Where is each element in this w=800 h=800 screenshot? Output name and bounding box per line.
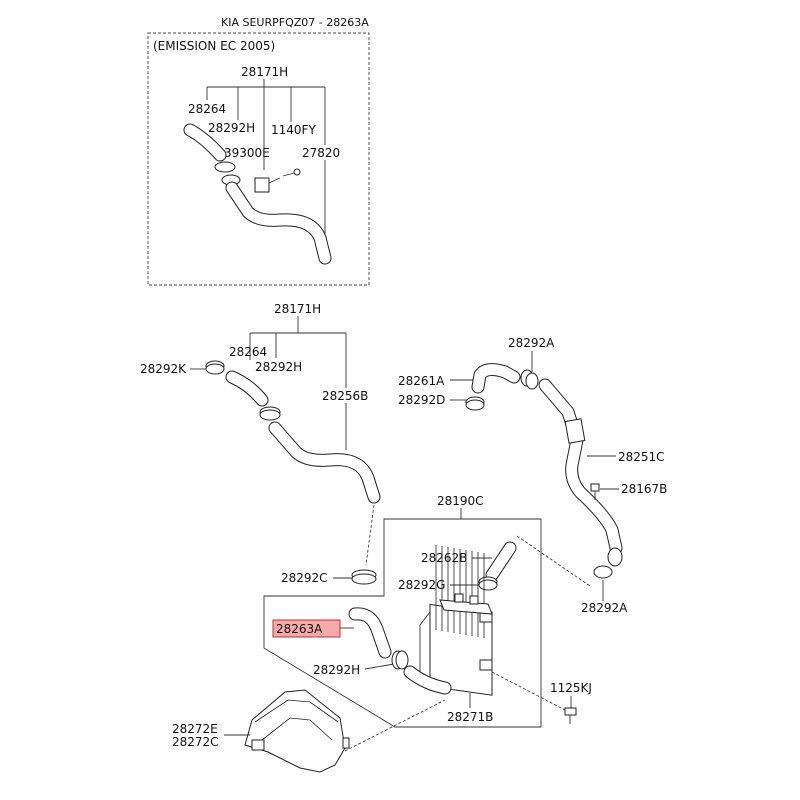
part-label-28171h[interactable]: 28171H bbox=[274, 302, 321, 316]
part-label-28190c[interactable]: 28190C bbox=[437, 494, 484, 508]
hose-28262b bbox=[485, 541, 517, 582]
part-label-28167b[interactable]: 28167B bbox=[621, 482, 667, 496]
inset-title: (EMISSION EC 2005) bbox=[153, 39, 275, 53]
inset-bolt-1140fy bbox=[282, 168, 301, 177]
dash-connector-1125kj bbox=[491, 671, 566, 711]
hose-28261a bbox=[471, 363, 521, 394]
part-label-1125kj[interactable]: 1125KJ bbox=[550, 681, 592, 695]
clamp-28292c bbox=[351, 569, 377, 585]
dash-connector-28262b bbox=[516, 535, 591, 587]
inset-frame bbox=[147, 32, 370, 286]
part-label-28292h-bottom[interactable]: 28292H bbox=[313, 663, 360, 677]
dash-connector-28272 bbox=[344, 699, 446, 752]
clamp-28292k bbox=[205, 360, 225, 375]
part-label-28264[interactable]: 28264 bbox=[229, 345, 267, 359]
part-label-28271b[interactable]: 28271B bbox=[447, 710, 493, 724]
inset-clamp-28292h bbox=[214, 161, 241, 186]
part-label-28292a-bottom[interactable]: 28292A bbox=[581, 601, 628, 615]
part-label-1140fy-inset[interactable]: 1140FY bbox=[271, 123, 316, 137]
clamp-28292d bbox=[465, 396, 485, 411]
leader-28292h-bottom bbox=[364, 663, 395, 670]
clamp-28292h-top bbox=[259, 406, 281, 421]
leader-bracket-28171h bbox=[249, 316, 347, 450]
part-label-28264-inset[interactable]: 28264 bbox=[188, 102, 226, 116]
part-label-28272c[interactable]: 28272C bbox=[172, 735, 219, 749]
air-duct-28272 bbox=[244, 689, 350, 773]
part-label-39300e-inset[interactable]: 39300E bbox=[224, 146, 270, 160]
part-label-28262b[interactable]: 28262B bbox=[421, 551, 467, 565]
part-label-28292g[interactable]: 28292G bbox=[398, 578, 445, 592]
inset-hose-main bbox=[225, 181, 332, 265]
inset-hose-28264 bbox=[183, 123, 227, 162]
dash-connector-28256b bbox=[365, 504, 375, 566]
hose-28264 bbox=[225, 370, 269, 407]
hose-28263a bbox=[348, 607, 392, 659]
bolt-28167b bbox=[590, 483, 600, 500]
part-label-28292d[interactable]: 28292D bbox=[398, 393, 445, 407]
highlight-28263a bbox=[272, 619, 341, 638]
inset-sensor-39300e bbox=[254, 177, 281, 193]
clamp-28292a-bottom bbox=[593, 547, 623, 579]
hose-28256b bbox=[268, 421, 381, 504]
part-label-28292a-top[interactable]: 28292A bbox=[508, 336, 555, 350]
part-label-28263a[interactable]: 28263A bbox=[276, 622, 323, 636]
clamp-28292g bbox=[478, 576, 498, 591]
part-label-28292h-inset[interactable]: 28292H bbox=[208, 121, 255, 135]
outlet-hose-lower bbox=[403, 665, 452, 695]
part-label-28292k[interactable]: 28292K bbox=[140, 362, 187, 376]
diagram-code: KIA SEURPFQZ07 - 28263A bbox=[221, 16, 369, 29]
part-label-28256b[interactable]: 28256B bbox=[322, 389, 368, 403]
clamp-28292h-bottom bbox=[391, 650, 409, 670]
clamp-28292a-top bbox=[520, 369, 539, 390]
pipe-28251c bbox=[538, 378, 623, 555]
part-label-28171h-inset[interactable]: 28171H bbox=[241, 65, 288, 79]
part-label-27820-inset[interactable]: 27820 bbox=[302, 146, 340, 160]
part-label-28251c[interactable]: 28251C bbox=[618, 450, 665, 464]
part-label-28272e[interactable]: 28272E bbox=[172, 722, 218, 736]
group-frame-28190c bbox=[263, 508, 542, 728]
intercooler-top-tank bbox=[439, 593, 493, 615]
part-label-28292h-top[interactable]: 28292H bbox=[255, 360, 302, 374]
bolt-1125kj bbox=[564, 707, 577, 724]
part-label-28261a[interactable]: 28261A bbox=[398, 374, 445, 388]
intercooler-core-28271b bbox=[419, 545, 493, 696]
part-label-28292c[interactable]: 28292C bbox=[281, 571, 328, 585]
